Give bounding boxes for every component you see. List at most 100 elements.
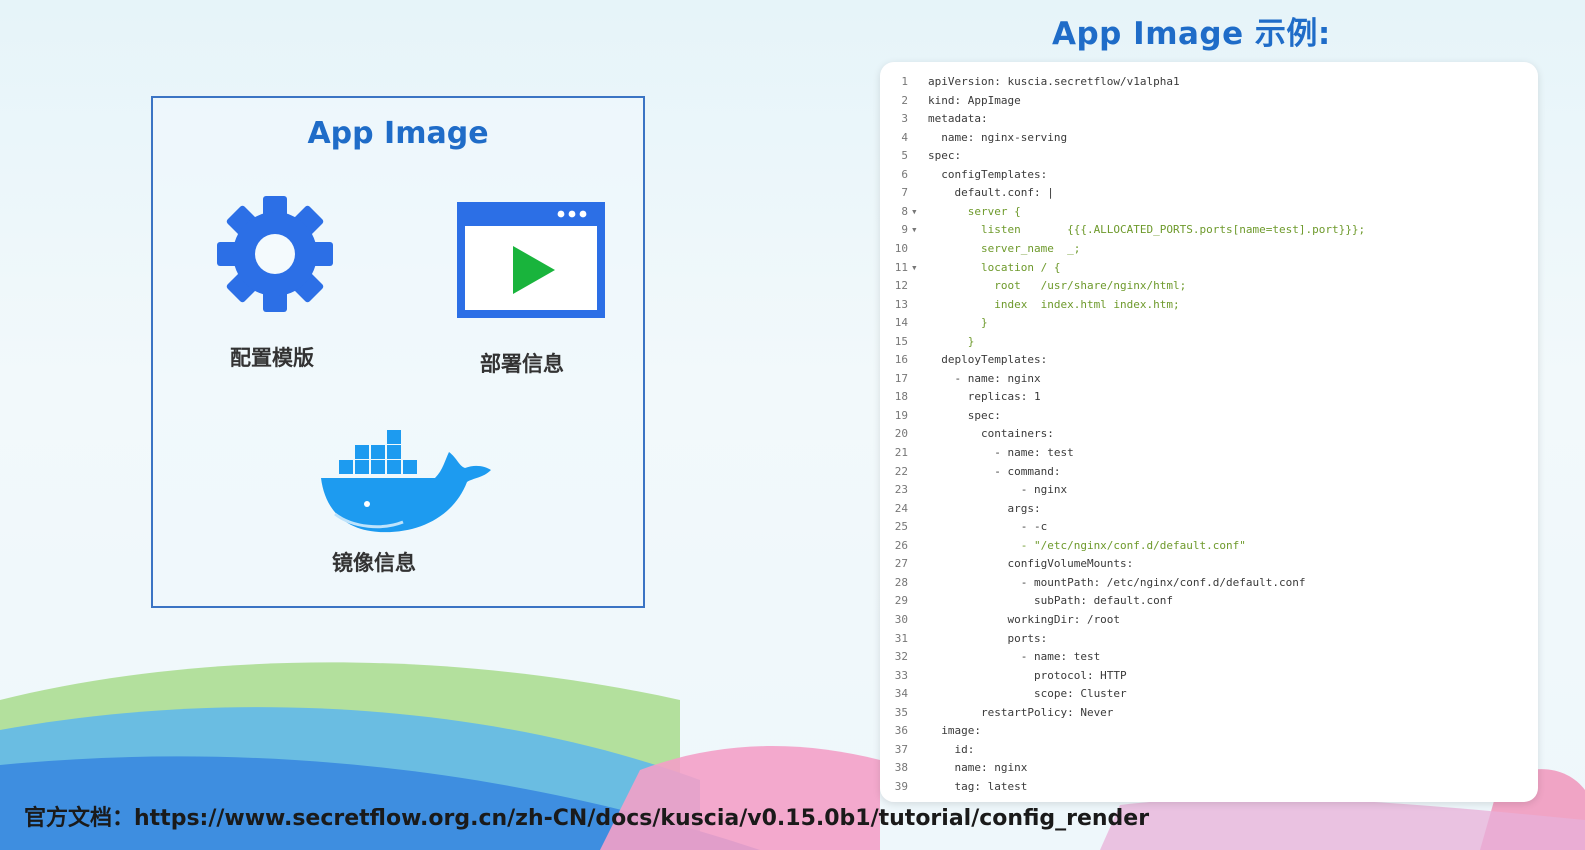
line-number: 31 [894, 631, 908, 645]
line-number: 38 [894, 761, 908, 775]
code-text: protocol: HTTP [928, 668, 1127, 682]
code-line: 8▾ server { [880, 203, 1530, 221]
code-line: 22 - command: [880, 463, 1530, 481]
slide-title: App Image 示例: [1052, 16, 1331, 52]
code-text: root /usr/share/nginx/html; [928, 279, 1187, 293]
code-line: 13 index index.html index.htm; [880, 296, 1530, 314]
code-text: - nginx [928, 483, 1068, 497]
code-text: server { [928, 204, 1021, 218]
code-line: 6 configTemplates: [880, 166, 1530, 184]
code-line: 23 - nginx [880, 481, 1530, 499]
line-number: 13 [894, 297, 908, 311]
code-line: 32 - name: test [880, 648, 1530, 666]
fold-toggle-icon[interactable]: ▾ [911, 204, 918, 218]
line-number: 22 [894, 464, 908, 478]
line-number: 35 [894, 705, 908, 719]
code-text: spec: [928, 149, 962, 163]
code-text: server_name _; [928, 241, 1081, 255]
code-text: } [928, 316, 988, 330]
line-number: 36 [894, 724, 908, 738]
line-number: 34 [894, 687, 908, 701]
code-text: containers: [928, 427, 1054, 441]
line-number: 15 [894, 334, 908, 348]
code-line: 31 ports: [880, 630, 1530, 648]
code-line: 28 - mountPath: /etc/nginx/conf.d/defaul… [880, 574, 1530, 592]
code-text: name: nginx-serving [928, 130, 1068, 144]
diagram-title: App Image [307, 116, 489, 151]
code-line: 12 root /usr/share/nginx/html; [880, 277, 1530, 295]
code-line: 20 containers: [880, 425, 1530, 443]
code-line: 17 - name: nginx [880, 370, 1530, 388]
doc-link-footer[interactable]: 官方文档：https://www.secretflow.org.cn/zh-CN… [24, 806, 1150, 831]
code-text: - name: nginx [928, 371, 1041, 385]
code-text: - "/etc/nginx/conf.d/default.conf" [928, 538, 1246, 552]
code-text: } [928, 334, 975, 348]
code-line: 7 default.conf: | [880, 184, 1530, 202]
code-line: 14 } [880, 314, 1530, 332]
code-line: 18 replicas: 1 [880, 388, 1530, 406]
deploy-info-label: 部署信息 [480, 352, 564, 376]
line-number: 3 [901, 112, 908, 126]
line-number: 14 [894, 316, 908, 330]
code-line: 33 protocol: HTTP [880, 667, 1530, 685]
code-line: 24 args: [880, 500, 1530, 518]
line-number: 19 [894, 408, 908, 422]
code-line: 39 tag: latest [880, 778, 1530, 796]
line-number: 32 [894, 650, 908, 664]
code-text: args: [928, 501, 1041, 515]
code-line: 27 configVolumeMounts: [880, 555, 1530, 573]
code-text: metadata: [928, 112, 988, 126]
code-line: 34 scope: Cluster [880, 685, 1530, 703]
code-line: 4 name: nginx-serving [880, 129, 1530, 147]
line-number: 26 [894, 538, 908, 552]
code-line: 16 deployTemplates: [880, 351, 1530, 369]
code-text: deployTemplates: [928, 353, 1048, 367]
code-text: spec: [928, 408, 1001, 422]
code-line: 25 - -c [880, 518, 1530, 536]
code-text: configTemplates: [928, 167, 1048, 181]
code-line: 9▾ listen {{{.ALLOCATED_PORTS.ports[name… [880, 221, 1530, 239]
fold-toggle-icon[interactable]: ▾ [911, 223, 918, 237]
line-number: 33 [894, 668, 908, 682]
line-number: 37 [894, 742, 908, 756]
code-text: kind: AppImage [928, 93, 1021, 107]
code-text: listen {{{.ALLOCATED_PORTS.ports[name=te… [928, 223, 1366, 237]
line-number: 1 [901, 75, 908, 88]
line-number: 7 [901, 186, 908, 200]
code-text: restartPolicy: Never [928, 705, 1114, 719]
gear-icon [215, 194, 335, 318]
code-text: image: [928, 724, 981, 738]
code-text: - -c [928, 520, 1048, 534]
code-text: ports: [928, 631, 1048, 645]
line-number: 20 [894, 427, 908, 441]
code-text: - name: test [928, 446, 1074, 459]
line-number: 5 [901, 149, 908, 163]
line-number: 27 [894, 557, 908, 571]
line-number: 9 [901, 223, 908, 237]
line-number: 28 [894, 575, 908, 589]
code-text: - name: test [928, 650, 1101, 664]
config-template-label: 配置模版 [230, 346, 314, 370]
code-text: location / { [928, 260, 1061, 274]
line-number: 11 [894, 260, 908, 274]
code-line: 36 image: [880, 722, 1530, 740]
line-number: 29 [894, 594, 908, 608]
line-number: 17 [894, 371, 908, 385]
code-text: configVolumeMounts: [928, 557, 1134, 571]
fold-toggle-icon[interactable]: ▾ [911, 260, 918, 274]
line-number: 21 [894, 446, 908, 459]
code-text: tag: latest [928, 779, 1028, 793]
line-number: 18 [894, 390, 908, 404]
line-number: 8 [901, 204, 908, 218]
code-line: 30 workingDir: /root [880, 611, 1530, 629]
code-text: name: nginx [928, 761, 1028, 775]
line-number: 6 [901, 167, 908, 181]
code-line: 3 metadata: [880, 110, 1530, 128]
line-number: 10 [894, 241, 908, 255]
image-info-label: 镜像信息 [332, 551, 416, 575]
docker-whale-icon [317, 426, 493, 540]
